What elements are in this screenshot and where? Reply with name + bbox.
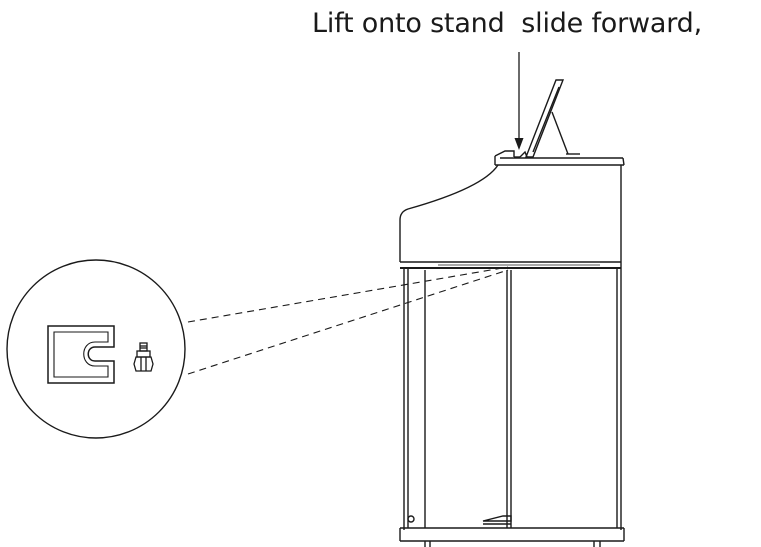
music-rest (524, 79, 580, 158)
piano-top-lid (494, 150, 625, 166)
bracket-slot (47, 325, 115, 384)
bolt-icon (133, 342, 154, 372)
callout-lines (187, 266, 509, 375)
detail-zoom-circle (6, 259, 186, 439)
piano-stand (399, 268, 625, 547)
direction-arrow (514, 52, 524, 150)
instruction-caption: Lift onto stand slide forward, (312, 8, 702, 39)
piano-cabinet (399, 164, 622, 269)
